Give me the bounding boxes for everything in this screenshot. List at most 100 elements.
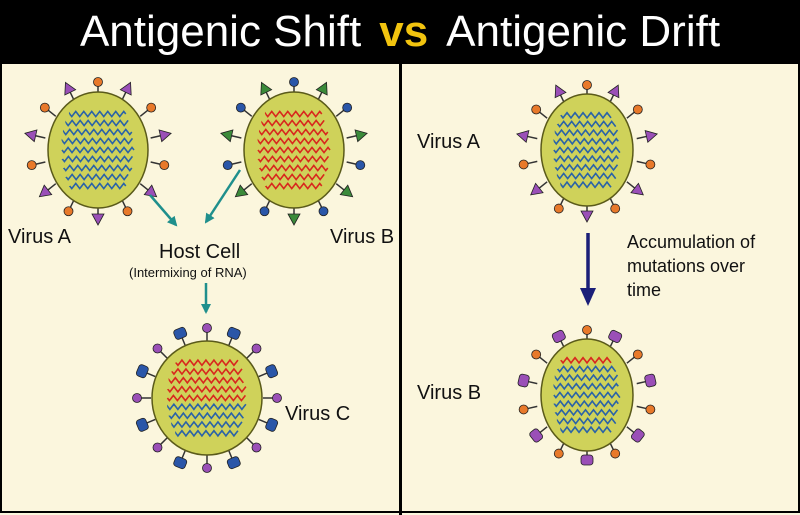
spike-protein [315,81,328,96]
spike-protein [152,442,163,453]
rna-strand [553,382,619,391]
label-virus-a-shift: Virus A [8,226,71,248]
spike-protein [531,349,542,360]
rna-strand [556,365,617,373]
title-antigenic-drift: Antigenic Drift [446,7,721,56]
title-bar: Antigenic Shift vs Antigenic Drift [0,0,800,64]
spike-protein [354,129,368,143]
spike-protein [287,213,301,226]
rna-strand [553,137,619,146]
rna-strand [166,394,247,402]
rna-strand [167,385,247,394]
spike-protein [272,393,282,403]
spike-protein [64,81,77,96]
spike-protein [632,349,643,360]
rna-strand [61,137,134,145]
arrow-virus-b-to-host [204,169,242,224]
label-mutation-accumulation: Accumulation of mutations over time [627,230,755,302]
rna-strand [65,173,129,181]
spike-protein [260,81,273,96]
panel-divider [399,64,402,515]
spike-protein [24,129,38,143]
rna-strand [553,391,621,399]
spike-protein [173,456,188,470]
spike-protein [222,160,233,171]
title-vs: vs [379,7,429,56]
rna-strand [554,373,619,382]
spike-protein [318,206,329,217]
spike-protein [518,404,529,415]
spike-protein [159,160,170,171]
rna-strand [175,429,239,438]
rna-strand [258,128,329,136]
spike-protein [93,77,103,87]
title-antigenic-shift: Antigenic Shift [79,7,362,56]
rna-strand [553,154,619,163]
rna-strand [560,356,612,365]
rna-strand [171,367,243,376]
label-mutation-line-3: time [627,280,662,300]
rna-strand [257,155,330,163]
spike-protein [251,343,262,354]
rna-strand [61,146,135,154]
rna-strand [65,119,129,127]
spike-protein [608,329,623,343]
spike-protein [226,326,241,340]
rna-strand [554,163,619,172]
spike-protein [39,102,50,113]
rna-strand [168,411,244,420]
label-virus-a-drift: Virus A [417,131,480,153]
spike-protein [610,203,621,214]
spike-protein [518,159,529,170]
spike-protein [551,329,566,343]
label-host-cell: Host Cell [159,241,241,263]
rna-strand [556,172,617,180]
spike-protein [517,373,530,388]
label-mutation-line-1: Accumulation of [627,232,756,252]
rna-strand [68,182,127,190]
rna-strand [257,137,330,145]
virus-c-shift [132,323,282,473]
rna-strand [257,146,331,154]
rna-strand [168,376,244,385]
virus-b-drift [517,325,657,466]
arrow-virus-a-to-host [149,194,178,227]
label-virus-c: Virus C [285,403,351,425]
spike-protein [644,373,657,388]
spike-protein [289,77,299,87]
spike-protein [339,184,354,198]
label-virus-b-shift: Virus B [330,226,395,248]
spike-protein [265,417,279,432]
rna-strand [175,358,239,367]
virus-a-shift [24,77,172,226]
spike-protein [630,428,645,443]
rna-strand [264,110,323,118]
spike-protein [220,129,234,143]
rna-strand [554,128,619,137]
rna-strand [171,420,243,429]
spike-protein [355,160,366,171]
spike-protein [173,326,188,340]
spike-protein [580,454,594,466]
label-virus-b-drift: Virus B [417,382,482,404]
rna-strand [62,164,133,172]
spike-protein [135,364,149,379]
spike-protein [91,213,105,226]
spike-protein [645,159,656,170]
label-host-cell-note: (Intermixing of RNA) [129,265,247,280]
spike-protein [529,428,544,443]
spike-protein [644,130,659,144]
rna-strand [560,425,612,434]
spike-protein [202,463,212,473]
spike-protein [580,210,594,223]
spike-protein [158,129,172,143]
rna-strand [258,164,329,172]
rna-strand [553,146,621,154]
spike-protein [235,102,246,113]
spike-protein [582,325,592,335]
label-mutation-line-2: mutations over [627,256,746,276]
spike-protein [26,160,37,171]
spike-protein [553,203,564,214]
spike-protein [515,130,530,144]
spike-protein [553,448,564,459]
